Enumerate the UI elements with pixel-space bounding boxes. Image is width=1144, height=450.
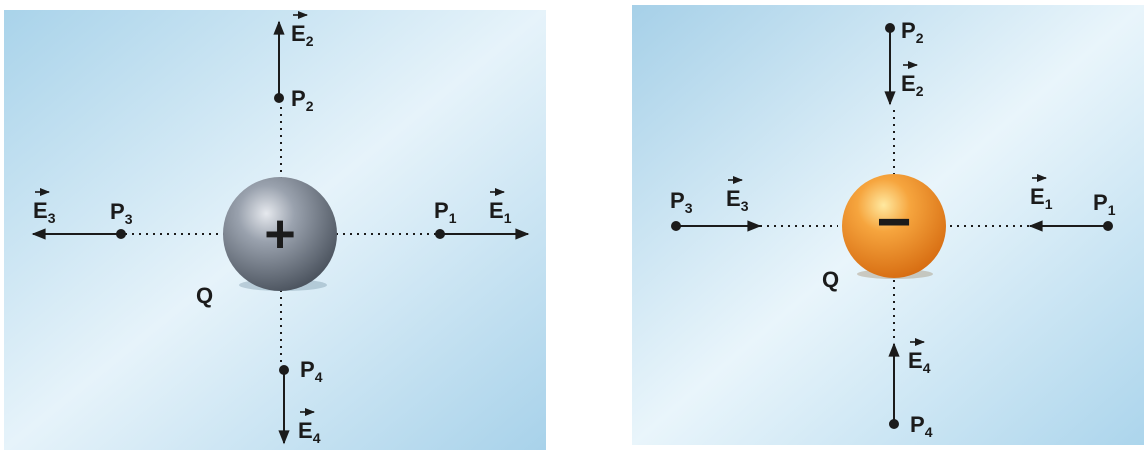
svg-text:E1: E1 — [1030, 184, 1053, 212]
charge-sign-label: + — [264, 204, 296, 264]
point-p2-dot — [885, 23, 895, 33]
point-p1-dot — [435, 229, 445, 239]
label-p4: P4 — [910, 412, 933, 440]
point-p1-dot — [1103, 221, 1113, 231]
point-p2-dot — [274, 93, 284, 103]
label-p1: P1 — [434, 198, 457, 226]
svg-text:E4: E4 — [908, 348, 931, 376]
svg-text:E3: E3 — [33, 198, 56, 226]
charge-name-label: Q — [196, 283, 213, 308]
svg-text:E2: E2 — [901, 71, 924, 99]
label-e4: E4 — [298, 408, 321, 446]
svg-text:E4: E4 — [298, 418, 321, 446]
svg-text:E1: E1 — [489, 198, 512, 226]
label-e3: E3 — [33, 188, 56, 226]
charge-name-label: Q — [822, 267, 839, 292]
label-e1: E1 — [489, 188, 512, 226]
label-e3: E3 — [726, 176, 749, 214]
charge-sign-label: − — [876, 188, 911, 255]
negative-charge-sphere — [842, 174, 946, 278]
point-p3-dot — [116, 229, 126, 239]
label-e1: E1 — [1030, 174, 1053, 212]
point-p4-dot — [279, 365, 289, 375]
svg-text:E2: E2 — [291, 21, 314, 49]
point-p3-dot — [671, 221, 681, 231]
label-p3: P3 — [110, 199, 133, 227]
label-p2: P2 — [291, 86, 314, 114]
label-p4: P4 — [300, 357, 323, 385]
panel-positive: + Q P1 E1 P2 E2 P3 E3 P4 E4 — [4, 10, 546, 450]
label-e2: E2 — [901, 61, 924, 99]
point-p4-dot — [889, 419, 899, 429]
label-e2: E2 — [291, 11, 314, 49]
label-p1: P1 — [1093, 190, 1116, 218]
label-p2: P2 — [901, 18, 924, 46]
panel-negative: − Q P1 E1 P2 E2 P3 E3 P4 E4 — [632, 5, 1144, 445]
label-e4: E4 — [908, 338, 931, 376]
label-p3: P3 — [670, 188, 693, 216]
svg-text:E3: E3 — [726, 186, 749, 214]
positive-charge-sphere — [223, 177, 337, 291]
